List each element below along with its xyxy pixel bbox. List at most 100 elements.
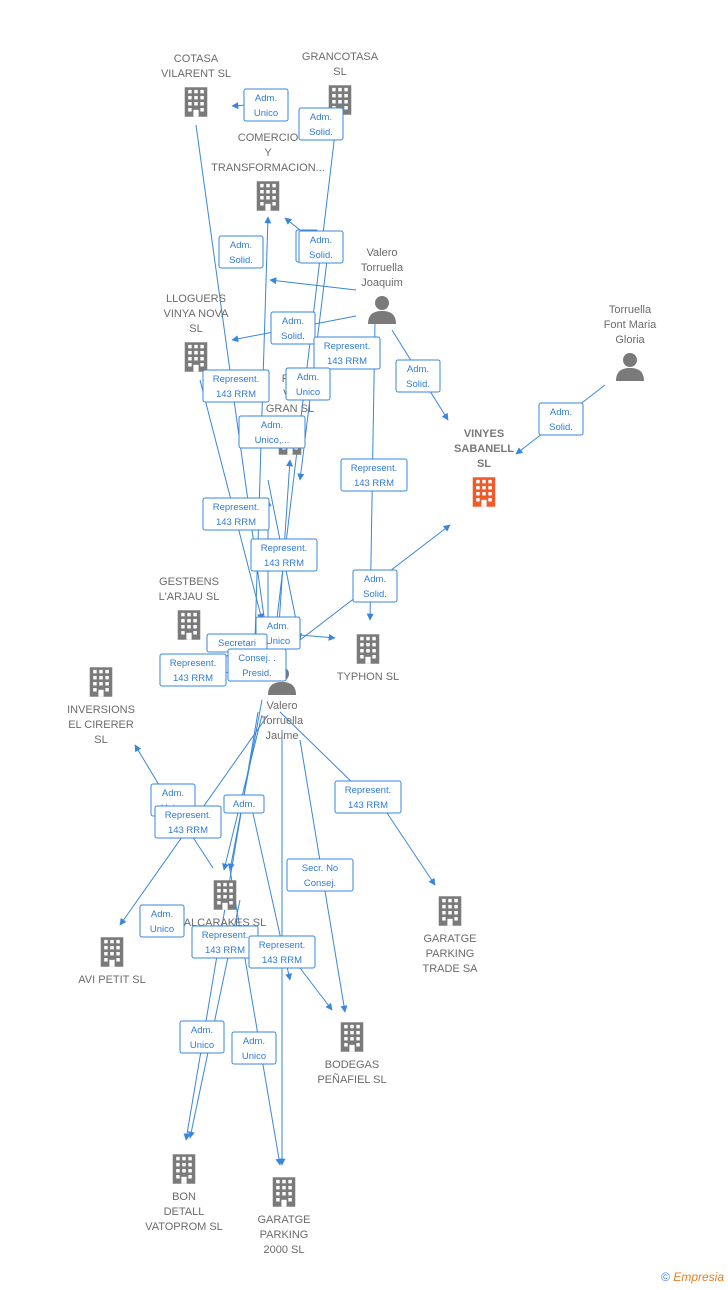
edge-label[interactable]: Adm.Solid. — [298, 107, 344, 141]
node-typhon[interactable]: TYPHON SL — [337, 634, 399, 683]
edge-label-text: Adm. — [233, 799, 255, 810]
footer: © Empresia — [661, 1270, 724, 1284]
edge-label-text: 143 RRM — [173, 673, 213, 684]
node-alcarakes[interactable]: ALCARAKES SL — [184, 880, 267, 929]
node-label: SL — [477, 458, 491, 470]
edge-label-box — [248, 935, 316, 969]
edge-label[interactable]: Adm.Solid. — [270, 311, 316, 345]
edge-label-text: Unico — [254, 108, 278, 119]
edge-label[interactable]: Represent.143 RRM — [154, 805, 222, 839]
edge-label-text: Unico — [242, 1051, 266, 1062]
node-label: GRANCOTASA — [302, 51, 379, 63]
edge-label-text: Adm. — [243, 1036, 265, 1047]
node-comercio[interactable]: COMERCIOYTRANSFORMACION... — [211, 132, 325, 211]
edge-label-box — [340, 458, 408, 492]
edge-label[interactable]: Adm. — [223, 794, 265, 814]
edge-label[interactable]: Adm.Solid. — [298, 230, 344, 264]
edge-label-text: Secr. No — [302, 863, 338, 874]
edge-label-text: Solid. — [549, 422, 573, 433]
node-label: BON — [172, 1191, 196, 1203]
node-label: Valero — [267, 700, 298, 712]
edge-label-text: Solid. — [406, 379, 430, 390]
edge-label-text: 143 RRM — [348, 800, 388, 811]
edge-label-box — [298, 230, 344, 264]
edge-label-text: Adm. — [255, 93, 277, 104]
node-label: PARKING — [426, 948, 475, 960]
edge-label-text: Solid. — [309, 127, 333, 138]
edge-label-text: Solid. — [281, 331, 305, 342]
building-icon — [184, 87, 208, 117]
edge-label[interactable]: Adm.Unico,... — [238, 415, 306, 449]
node-garatge-2000[interactable]: GARATGE PARKING 2000 SL — [258, 1177, 311, 1256]
edge-label[interactable]: Adm.Solid. — [218, 235, 264, 269]
edge-label-text: Adm. — [162, 788, 184, 799]
edge-label[interactable]: Adm. Unico — [231, 1031, 277, 1065]
edge-label-text: Consej. — [304, 878, 336, 889]
edge-label[interactable]: Adm.Solid. — [352, 569, 398, 603]
edge-label[interactable]: Consej. .Presid. — [227, 648, 287, 682]
edge-label[interactable]: Represent.143 RRM — [159, 653, 227, 687]
node-label: DETALL — [164, 1206, 205, 1218]
node-label: SABANELL — [454, 443, 514, 455]
edge-label-text: Adm. — [261, 420, 283, 431]
edge-label-text: 143 RRM — [216, 517, 256, 528]
edge-label[interactable]: Represent.143 RRM — [202, 497, 270, 531]
edge-label-text: Unico — [266, 636, 290, 647]
node-avi-petit[interactable]: AVI PETIT SL — [78, 937, 146, 986]
edge-label-box — [538, 402, 584, 436]
relation-edge — [229, 869, 283, 1166]
node-label: INVERSIONS — [67, 704, 135, 716]
edge-label-text: Adm. — [310, 235, 332, 246]
node-label: Font Maria — [604, 319, 657, 331]
edge-label[interactable]: Represent.143 RRM — [313, 336, 381, 370]
edge-label-text: 143 RRM — [168, 825, 208, 836]
node-label: COTASA — [174, 53, 219, 65]
edge-label[interactable]: Adm.Unico — [179, 1020, 225, 1054]
node-label: VILARENT SL — [161, 68, 231, 80]
edge-label[interactable]: Adm.Solid. — [395, 359, 441, 393]
edge-label-text: 143 RRM — [216, 389, 256, 400]
edge-label[interactable]: Represent.143 RRM — [191, 925, 259, 959]
edge-label[interactable]: Secr. No Consej. — [286, 858, 354, 892]
edge-label[interactable]: Represent.143 RRM — [334, 780, 402, 814]
edge-label[interactable]: Represent.143 RRM — [250, 538, 318, 572]
edge-label-text: Represent. — [213, 374, 259, 385]
edge-label-box — [218, 235, 264, 269]
node-label: TYPHON SL — [337, 671, 399, 683]
node-cotasa[interactable]: COTASA VILARENT SL — [161, 53, 231, 117]
node-label: PARKING — [260, 1229, 309, 1241]
node-label: 2000 SL — [264, 1244, 305, 1256]
edge-label[interactable]: Represent. 143 RRM — [202, 369, 270, 403]
edge-label-text: Represent. — [259, 940, 305, 951]
edge-label[interactable]: Adm. Unico — [243, 88, 289, 122]
edge-label-text: Presid. — [242, 668, 272, 679]
node-label: GARATGE — [258, 1214, 311, 1226]
edge-label-box — [243, 88, 289, 122]
building-icon — [340, 1022, 364, 1052]
building-icon — [213, 880, 237, 910]
node-label: Valero — [367, 247, 398, 259]
node-label: COMERCIO — [238, 132, 299, 144]
edge-label[interactable]: Adm.Unico — [285, 367, 331, 401]
relation-edge — [269, 277, 357, 291]
edge-label-text: Adm. — [267, 621, 289, 632]
brand-logo[interactable]: Empresia — [673, 1270, 724, 1284]
edge-label[interactable]: Adm. Solid. — [538, 402, 584, 436]
edge-label[interactable]: Represent.143 RRM — [340, 458, 408, 492]
edge-label-text: Adm. — [550, 407, 572, 418]
edge-label-text: Unico — [190, 1040, 214, 1051]
node-label: LLOGUERS — [166, 293, 226, 305]
edge-label[interactable]: Represent.143 RRM — [248, 935, 316, 969]
edge-label[interactable]: Adm.Unico — [139, 904, 185, 938]
